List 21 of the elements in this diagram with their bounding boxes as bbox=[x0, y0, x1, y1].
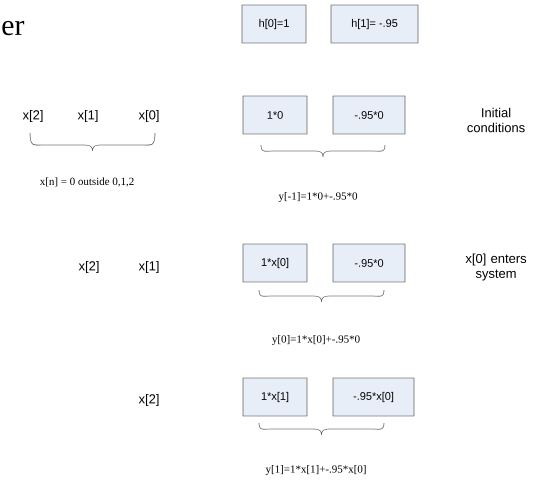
signal-label: x[2] bbox=[138, 394, 159, 406]
value-box: -.95*0 bbox=[332, 244, 406, 282]
signal-label: x[2] bbox=[22, 110, 43, 122]
signal-label: x[2] bbox=[78, 260, 99, 274]
value-box: -.95*0 bbox=[332, 96, 406, 134]
value-box: h[0]=1 bbox=[242, 4, 306, 44]
note-text: Initial conditions bbox=[467, 108, 525, 132]
equation-text: y[1]=1*x[1]+-.95*x[0] bbox=[266, 465, 366, 475]
equation-text: y[0]=1*x[0]+-.95*0 bbox=[272, 335, 360, 345]
title: er bbox=[2, 20, 24, 36]
value-box: 1*x[0] bbox=[242, 244, 308, 282]
equation-text: y[-1]=1*0+-.95*0 bbox=[278, 192, 358, 202]
value-box: -.95*x[0] bbox=[332, 378, 414, 416]
value-box: 1*0 bbox=[242, 96, 308, 134]
value-box: 1*x[1] bbox=[242, 378, 308, 416]
note-text: x[0] enters system bbox=[466, 253, 526, 280]
equation-text: x[n] = 0 outside 0,1,2 bbox=[40, 177, 134, 187]
signal-label: x[0] bbox=[138, 110, 159, 122]
signal-label: x[1] bbox=[138, 260, 159, 274]
signal-label: x[1] bbox=[78, 110, 98, 122]
value-box: h[1]= -.95 bbox=[330, 4, 418, 44]
